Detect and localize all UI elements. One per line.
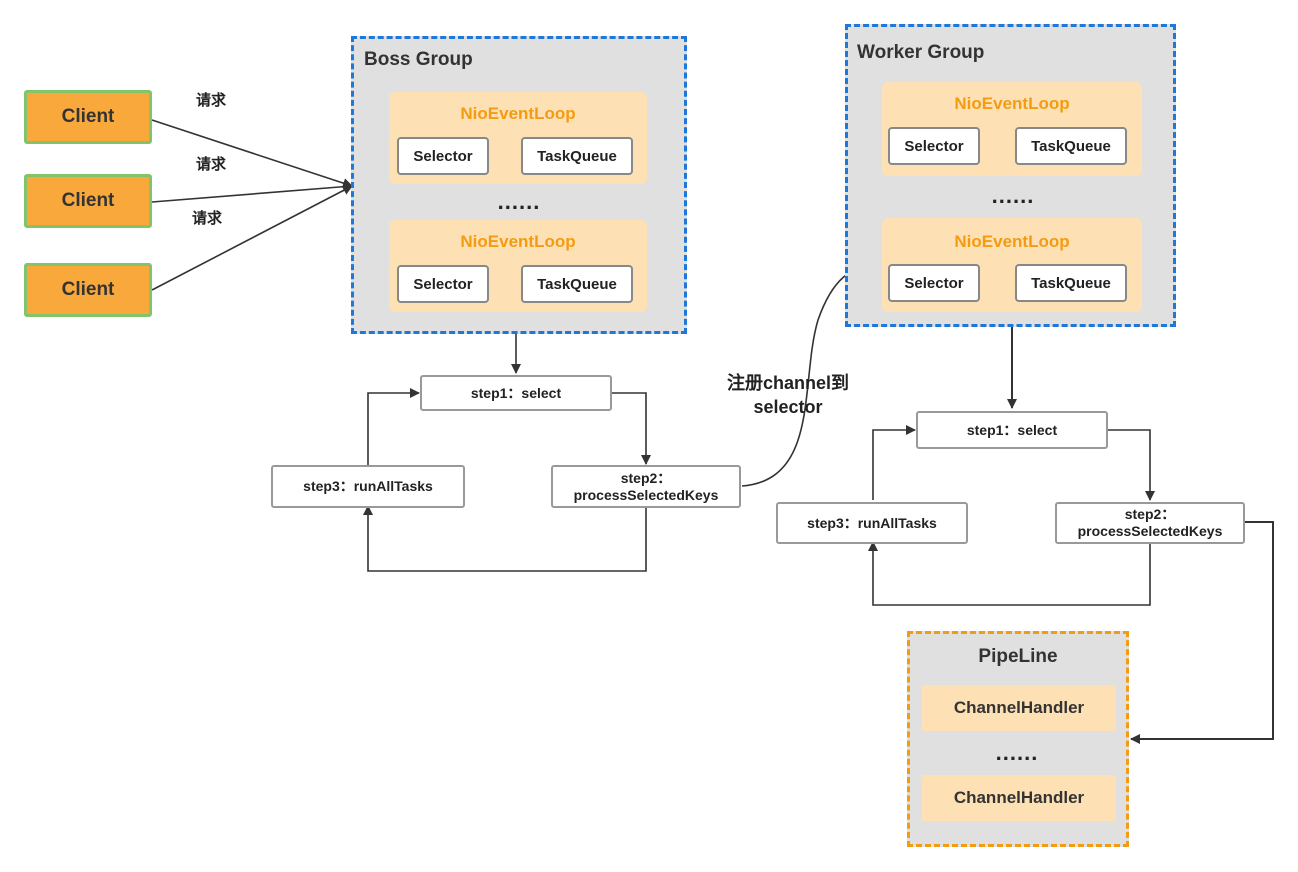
selector-box: Selector (888, 127, 980, 165)
register-channel-label: 注册channel到 selector (714, 370, 862, 420)
channel-handler-1: ChannelHandler (922, 685, 1116, 731)
boss-step3-to-step1 (367, 388, 420, 465)
boss-group-title: Boss Group (364, 49, 473, 70)
pipeline-title: PipeLine (978, 646, 1058, 667)
register-line2: selector (753, 397, 823, 417)
worker-step3-to-step1 (872, 425, 916, 500)
worker-group-title: Worker Group (857, 42, 985, 63)
client-box-2: Client (24, 174, 152, 228)
step2-line2: processSelectedKeys (1077, 523, 1223, 539)
worker-step1-to-step2 (1107, 429, 1155, 501)
boss-step1-box: step1：select (420, 375, 612, 411)
client-box-3: Client (24, 263, 152, 317)
event-loop-title: NioEventLoop (954, 232, 1070, 251)
channel-handler-2: ChannelHandler (922, 775, 1116, 821)
client-label: Client (61, 190, 115, 211)
selector-box: Selector (397, 137, 489, 175)
task-queue-box: TaskQueue (521, 137, 633, 175)
worker-step1-box: step1：select (916, 411, 1108, 449)
pipeline-box: PipeLine ChannelHandler ...... ChannelHa… (907, 631, 1129, 847)
worker-dots: ...... (991, 183, 1035, 208)
client-label: Client (61, 279, 115, 300)
event-loop-title: NioEventLoop (460, 232, 576, 251)
boss-step2-to-step3 (363, 505, 647, 572)
worker-step3-box: step3：runAllTasks (776, 502, 968, 544)
event-loop-title: NioEventLoop (954, 94, 1070, 113)
boss-step3-box: step3：runAllTasks (271, 465, 465, 508)
worker-event-loop-1: NioEventLoop Selector TaskQueue (882, 82, 1142, 176)
client1-arrow (151, 119, 353, 188)
worker-event-loop-2: NioEventLoop Selector TaskQueue (882, 218, 1142, 312)
boss-event-loop-2: NioEventLoop Selector TaskQueue (389, 220, 647, 312)
worker-step2-box: step2： processSelectedKeys (1055, 502, 1245, 544)
event-loop-title: NioEventLoop (460, 104, 576, 123)
boss-event-loop-1: NioEventLoop Selector TaskQueue (389, 92, 647, 184)
boss-step1-to-step2 (612, 392, 651, 465)
client-box-1: Client (24, 90, 152, 144)
client2-arrow (151, 181, 353, 203)
boss-step2-box: step2： processSelectedKeys (551, 465, 741, 508)
step2-line2: processSelectedKeys (573, 486, 719, 503)
task-queue-box: TaskQueue (521, 265, 633, 303)
selector-box: Selector (397, 265, 489, 303)
selector-box: Selector (888, 264, 980, 302)
worker-step2-to-step3 (868, 541, 1151, 606)
request-label-1: 请求 (196, 92, 227, 109)
worker-step2-to-pipeline (1130, 521, 1274, 744)
register-line1: 注册channel到 (726, 373, 850, 393)
client3-arrow (151, 185, 353, 291)
step2-line1: step2： (620, 469, 672, 486)
task-queue-box: TaskQueue (1015, 127, 1127, 165)
request-label-2: 请求 (196, 156, 227, 173)
boss-dots: ...... (497, 189, 541, 214)
worker-group: Worker Group NioEventLoop Selector TaskQ… (845, 24, 1176, 327)
boss-group: Boss Group NioEventLoop Selector TaskQue… (351, 36, 687, 334)
request-label-3: 请求 (192, 210, 223, 227)
task-queue-box: TaskQueue (1015, 264, 1127, 302)
client-label: Client (61, 106, 115, 127)
pipeline-dots: ...... (995, 740, 1039, 765)
step2-line1: step2： (1124, 506, 1176, 522)
